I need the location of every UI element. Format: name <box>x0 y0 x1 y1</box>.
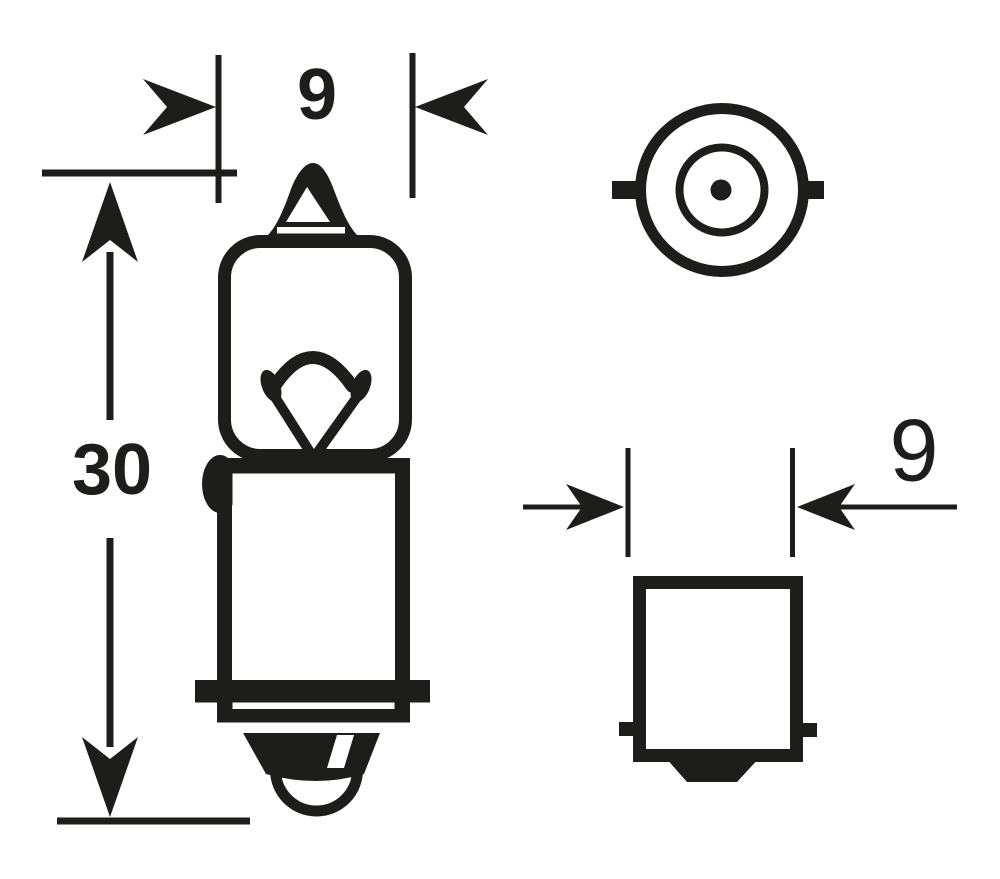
dimension-arrow-right-icon <box>143 79 216 135</box>
dimension-arrow-up-icon <box>82 182 138 262</box>
dimension-cap-diameter: 9 <box>523 401 957 557</box>
dimension-overall-length: 30 <box>42 169 250 825</box>
base-view-contact <box>665 757 760 782</box>
cap-top-bar <box>217 458 410 474</box>
contact-highlight <box>327 735 354 768</box>
dimension-envelope-diameter: 9 <box>143 53 488 203</box>
dimension-arrow-left-icon <box>797 484 855 530</box>
bulb-top-view <box>612 103 824 277</box>
dimension-arrow-left-icon <box>415 79 488 135</box>
top-view-pin-left <box>612 181 642 199</box>
metal-cap <box>195 458 430 723</box>
dimension-value-cap-diameter: 9 <box>890 401 939 500</box>
filament <box>260 351 372 466</box>
lead-wire-right <box>305 394 362 466</box>
dimension-value-overall-length: 30 <box>72 430 152 510</box>
base-contact <box>243 733 380 817</box>
filament-coil <box>269 351 359 393</box>
base-view-cap-body <box>633 576 803 762</box>
top-view-center-contact <box>710 179 732 201</box>
cap-wall-right <box>395 473 410 703</box>
tip-highlight <box>277 227 345 234</box>
filament-support-left <box>260 369 282 403</box>
sealed-tip-inner <box>286 187 330 222</box>
dimension-arrow-right-icon <box>566 484 624 530</box>
contact-insulator <box>243 733 380 781</box>
lead-wire-left <box>270 394 322 466</box>
bulb-body <box>195 163 430 817</box>
pin-mask <box>232 473 259 521</box>
cap-wall-left <box>217 473 232 703</box>
bulb-base-view: 9 <box>523 401 957 782</box>
filament-support-right <box>350 369 372 403</box>
top-view-inner-ring <box>675 143 769 237</box>
base-view-pin-right <box>801 723 817 737</box>
bulb-side-view: 9 30 <box>42 53 488 825</box>
dimension-value-envelope-diameter: 9 <box>297 55 337 135</box>
base-view-pin-left <box>619 722 635 736</box>
glass-envelope <box>218 235 412 462</box>
cap-flange <box>195 680 430 703</box>
dimension-arrow-down-icon <box>82 737 138 817</box>
contact-dome <box>270 769 363 817</box>
cap-lower-gap <box>232 702 395 709</box>
